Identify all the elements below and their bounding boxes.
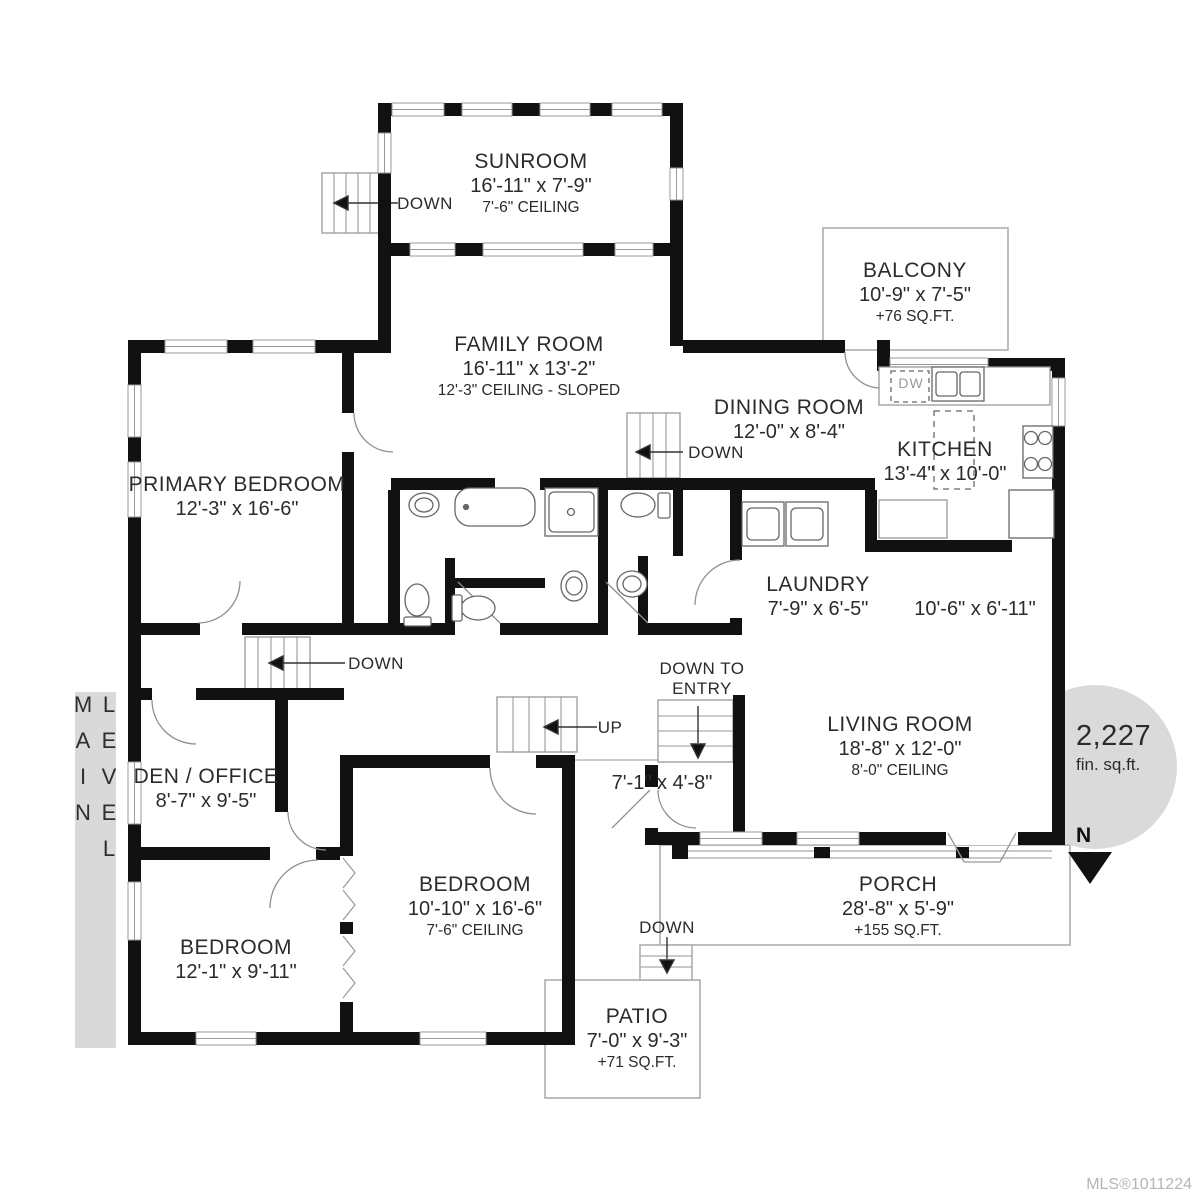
stair-arrows bbox=[267, 194, 707, 975]
stairs-up bbox=[496, 696, 578, 753]
bathroom-fixtures bbox=[403, 487, 671, 627]
outdoor-areas bbox=[544, 227, 1071, 1099]
room-label-kitchen: KITCHEN 13'-4" x 10'-0" bbox=[883, 438, 1007, 486]
hall-dims-label: 10'-6" x 6'-11" bbox=[914, 598, 1036, 620]
level-label: MAIN LEVEL bbox=[70, 692, 122, 872]
kitchen-fixtures bbox=[878, 366, 1055, 539]
toilet bbox=[460, 595, 496, 621]
balcony-outline bbox=[822, 227, 1009, 351]
room-label-balcony: BALCONY 10'-9" x 7'-5" +76 SQ.FT. bbox=[859, 259, 971, 326]
closet-doors bbox=[342, 857, 356, 999]
room-label-bedroom-left: BEDROOM 12'-1" x 9'-11" bbox=[175, 936, 297, 984]
room-label-dining-room: DINING ROOM 12'-0" x 8'-4" bbox=[713, 396, 865, 444]
windows bbox=[127, 102, 1066, 1046]
dishwasher bbox=[890, 370, 930, 403]
room-label-bedroom-center: BEDROOM 10'-10" x 16'-6" 7'-6" CEILING bbox=[407, 873, 543, 940]
area-badge: 2,227 fin. sq.ft. bbox=[1076, 720, 1151, 775]
bathtub bbox=[454, 487, 536, 527]
stairs-down-label-sunroom: DOWN bbox=[397, 194, 453, 213]
area-value: 2,227 bbox=[1076, 720, 1152, 752]
toilet bbox=[620, 492, 656, 518]
counter bbox=[878, 499, 948, 539]
compass-arrow bbox=[1068, 852, 1112, 884]
stairs-down-to-entry-label: DOWN TO ENTRY bbox=[659, 659, 745, 699]
toilet bbox=[404, 583, 430, 617]
area-unit: fin. sq.ft. bbox=[1076, 755, 1141, 774]
room-label-sunroom: SUNROOM 16'-11" x 7'-9" 7'-6" CEILING bbox=[470, 150, 592, 217]
mls-number: MLS®1011224 bbox=[1086, 1176, 1192, 1193]
room-label-den-office: DEN / OFFICE 8'-7" x 9'-5" bbox=[133, 765, 279, 813]
fridge bbox=[1008, 489, 1055, 539]
room-label-family-room: FAMILY ROOM 16'-11" x 13'-2" 12'-3" CEIL… bbox=[437, 333, 621, 400]
room-label-laundry: LAUNDRY 7'-9" x 6'-5" bbox=[766, 573, 870, 621]
porch-outline bbox=[659, 844, 1071, 946]
dishwasher-label: DW bbox=[898, 375, 924, 391]
porch-railing bbox=[672, 845, 1052, 859]
stairs-down-label-patio: DOWN bbox=[639, 918, 695, 937]
stairs-up-label: UP bbox=[597, 718, 623, 737]
walls bbox=[128, 103, 1065, 1045]
laundry-fixtures bbox=[741, 501, 829, 547]
room-label-patio: PATIO 7'-0" x 9'-3" +71 SQ.FT. bbox=[586, 1005, 688, 1072]
area-badge-circle bbox=[1052, 685, 1177, 849]
compass-n-label: N bbox=[1076, 824, 1092, 847]
stairs-down-label-hall: DOWN bbox=[348, 654, 404, 673]
bay-window bbox=[946, 832, 1018, 863]
stairs-down-label-family: DOWN bbox=[688, 443, 744, 462]
room-label-primary-bedroom: PRIMARY BEDROOM 12'-3" x 16'-6" bbox=[128, 473, 346, 521]
room-label-porch: PORCH 28'-8" x 5'-9" +155 SQ.FT. bbox=[842, 873, 954, 940]
island bbox=[933, 410, 975, 490]
entry-hall-dims-label: 7'-1" x 4'-8" bbox=[611, 772, 713, 794]
level-bar: MAIN LEVEL bbox=[71, 692, 122, 1048]
room-label-living-room: LIVING ROOM 18'-8" x 12'-0" 8'-0" CEILIN… bbox=[827, 713, 973, 780]
